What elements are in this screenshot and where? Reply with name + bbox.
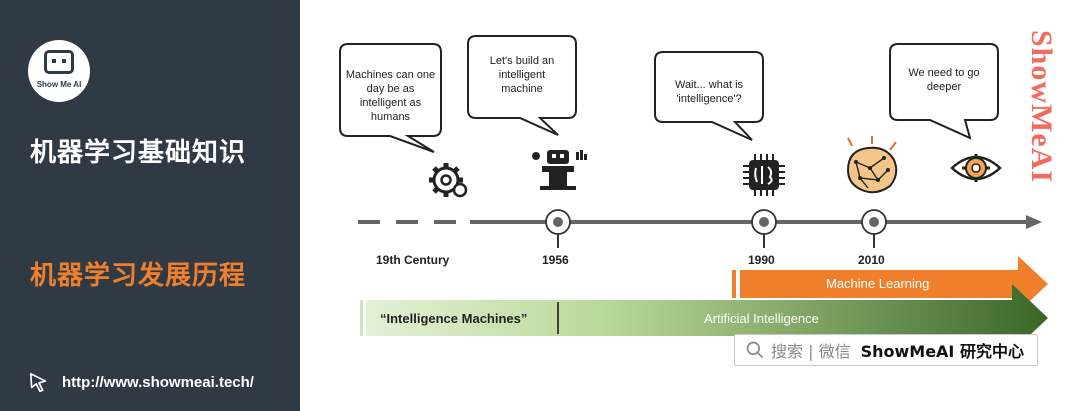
search-icon — [746, 341, 764, 359]
bubble-1 — [339, 43, 442, 153]
showmeai-logo: Show Me AI — [28, 40, 90, 102]
site-link[interactable]: http://www.showmeai.tech/ — [28, 370, 254, 394]
timeline-label-19th-century: 19th Century — [376, 253, 450, 267]
timeline-axis — [358, 215, 1042, 229]
intelligence-machines-label: “Intelligence Machines” — [380, 311, 528, 326]
bubble-3-text: Wait... what is 'intelligence'? — [674, 79, 744, 105]
timeline-label-1956: 1956 — [542, 253, 569, 267]
robot-podium-icon — [532, 150, 587, 190]
bubble-1-text: Machines can one day be as intelligent a… — [345, 69, 436, 123]
timeline-label-1990: 1990 — [748, 253, 775, 267]
pointer-cursor-icon — [29, 372, 47, 392]
timeline-marker-1956 — [545, 209, 571, 248]
artificial-intelligence-label: Artificial Intelligence — [704, 311, 819, 326]
showmeai-watermark: ShowMeAI — [1025, 30, 1058, 184]
search-brand: ShowMeAI 研究中心 — [860, 342, 1024, 361]
ml-history-diagram: Machines can one day be as intelligent a… — [300, 0, 1080, 411]
eye-gear-icon — [950, 154, 1002, 182]
timeline-marker-2010 — [861, 209, 887, 248]
logo-text: Show Me AI — [36, 80, 82, 89]
section-title: 机器学习基础知识 — [30, 138, 247, 168]
neural-brain-icon — [846, 136, 898, 194]
search-hint: 搜索 | 微信 — [771, 342, 851, 361]
bubble-4-text: We need to go deeper — [908, 67, 980, 93]
timeline-label-2010: 2010 — [858, 253, 885, 267]
bubble-3 — [654, 51, 764, 141]
section-subtitle: 机器学习发展历程 — [30, 261, 247, 291]
site-url: http://www.showmeai.tech/ — [62, 373, 254, 391]
bubble-4 — [889, 43, 999, 140]
robot-face-icon — [44, 50, 74, 74]
machine-learning-bar — [732, 256, 1048, 312]
wechat-search-box[interactable]: 搜索 | 微信 ShowMeAI 研究中心 — [734, 334, 1038, 366]
gears-icon — [429, 163, 468, 198]
bubble-2-text: Let's build an intelligent machine — [489, 55, 555, 95]
sidebar: Show Me AI 机器学习基础知识 机器学习发展历程 http://www.… — [0, 0, 300, 411]
timeline-marker-1990 — [751, 209, 777, 248]
brain-chip-icon — [743, 154, 785, 196]
machine-learning-label: Machine Learning — [826, 276, 930, 291]
bubble-2 — [467, 35, 577, 136]
